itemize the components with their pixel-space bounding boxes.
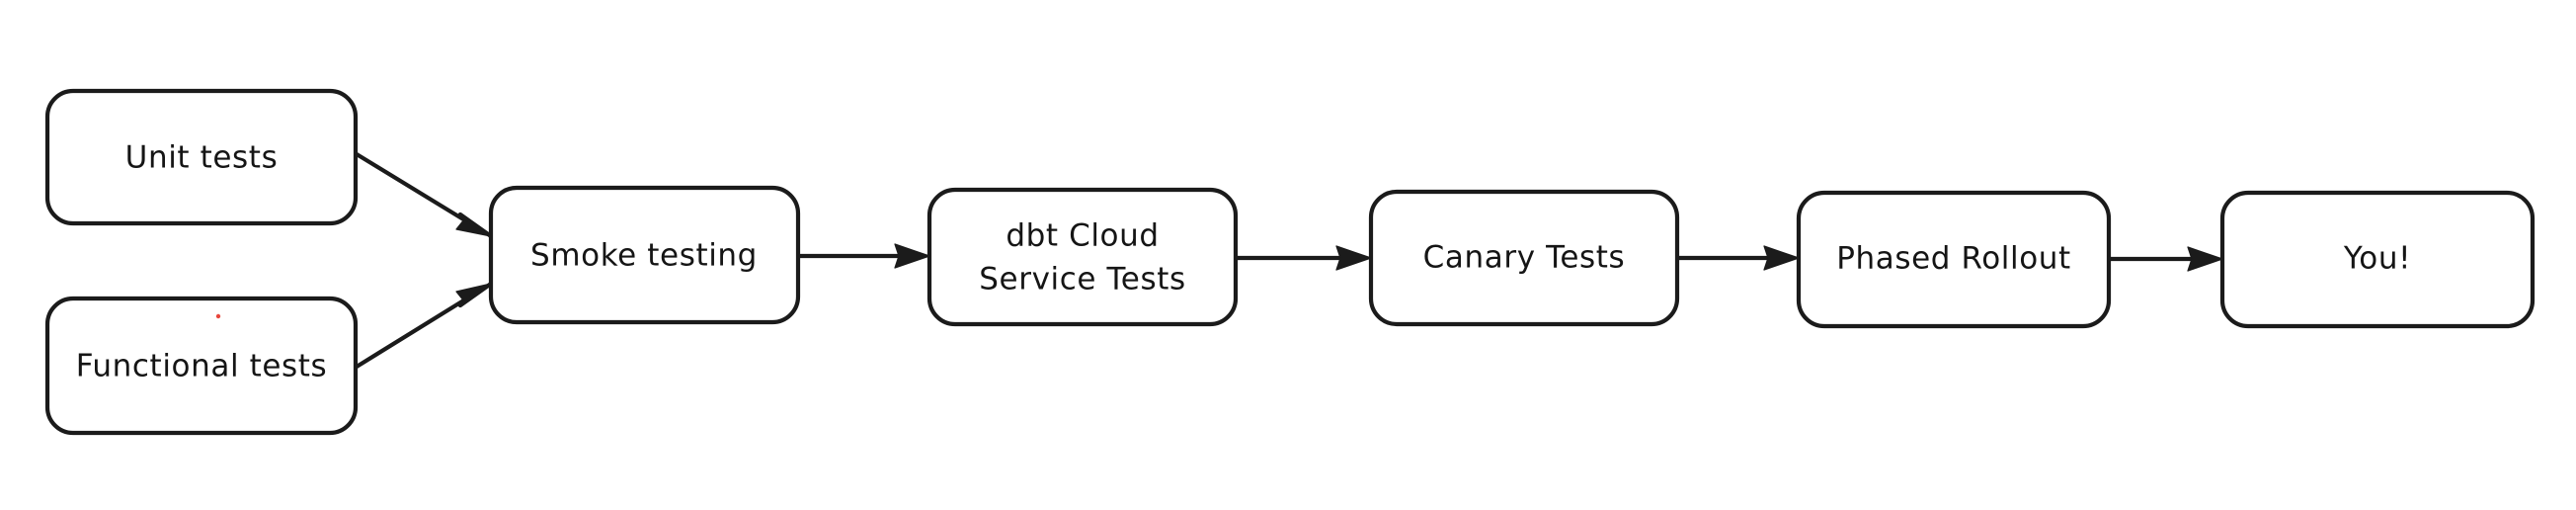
arrowhead-barb <box>457 212 494 239</box>
edge-smoke-testing-to-dbt-cloud-service-tests <box>797 243 930 269</box>
node-box[interactable] <box>1796 190 2112 329</box>
edge-functional-tests-to-smoke-testing <box>354 281 494 370</box>
node-label-line1: dbt Cloud <box>1006 218 1159 254</box>
node-box[interactable] <box>926 187 1239 327</box>
node-phased-rollout[interactable]: Phased Rollout <box>1796 190 2112 329</box>
node-you[interactable]: You! <box>2219 190 2536 329</box>
node-label: Canary Tests <box>1423 240 1626 276</box>
node-label: Unit tests <box>125 140 279 176</box>
node-label: Phased Rollout <box>1836 241 2071 277</box>
node-label-line2: Service Tests <box>979 262 1185 298</box>
edge-line <box>354 289 481 370</box>
node-layer: Unit tests Functional tests Smoke testin… <box>44 88 2536 436</box>
node-label: You! <box>2343 241 2411 277</box>
node-unit-tests[interactable]: Unit tests <box>44 88 359 226</box>
node-dbt-cloud-service-tests[interactable]: dbt Cloud Service Tests <box>926 187 1239 327</box>
edge-phased-rollout-to-you <box>2108 246 2223 272</box>
node-box[interactable] <box>488 185 801 325</box>
node-functional-tests[interactable]: Functional tests <box>44 296 359 436</box>
node-label: Functional tests <box>76 349 328 384</box>
node-label: Smoke testing <box>530 238 758 274</box>
arrowhead-icon <box>2187 246 2223 272</box>
arrowhead-barb <box>457 281 494 308</box>
node-box[interactable] <box>44 88 359 226</box>
red-speck-artifact <box>215 313 221 319</box>
node-box[interactable] <box>2219 190 2536 329</box>
arrowhead-icon <box>1763 245 1800 271</box>
edge-line <box>354 151 481 231</box>
edge-unit-tests-to-smoke-testing <box>354 151 494 239</box>
node-smoke-testing[interactable]: Smoke testing <box>488 185 801 325</box>
edge-dbt-cloud-service-tests-to-canary-tests <box>1235 245 1372 271</box>
edge-canary-tests-to-phased-rollout <box>1676 245 1800 271</box>
edge-layer <box>354 151 2223 370</box>
node-canary-tests[interactable]: Canary Tests <box>1368 189 1680 327</box>
arrowhead-icon <box>1335 245 1372 271</box>
node-box[interactable] <box>44 296 359 436</box>
arrowhead-icon <box>894 243 930 269</box>
node-box[interactable] <box>1368 189 1680 327</box>
